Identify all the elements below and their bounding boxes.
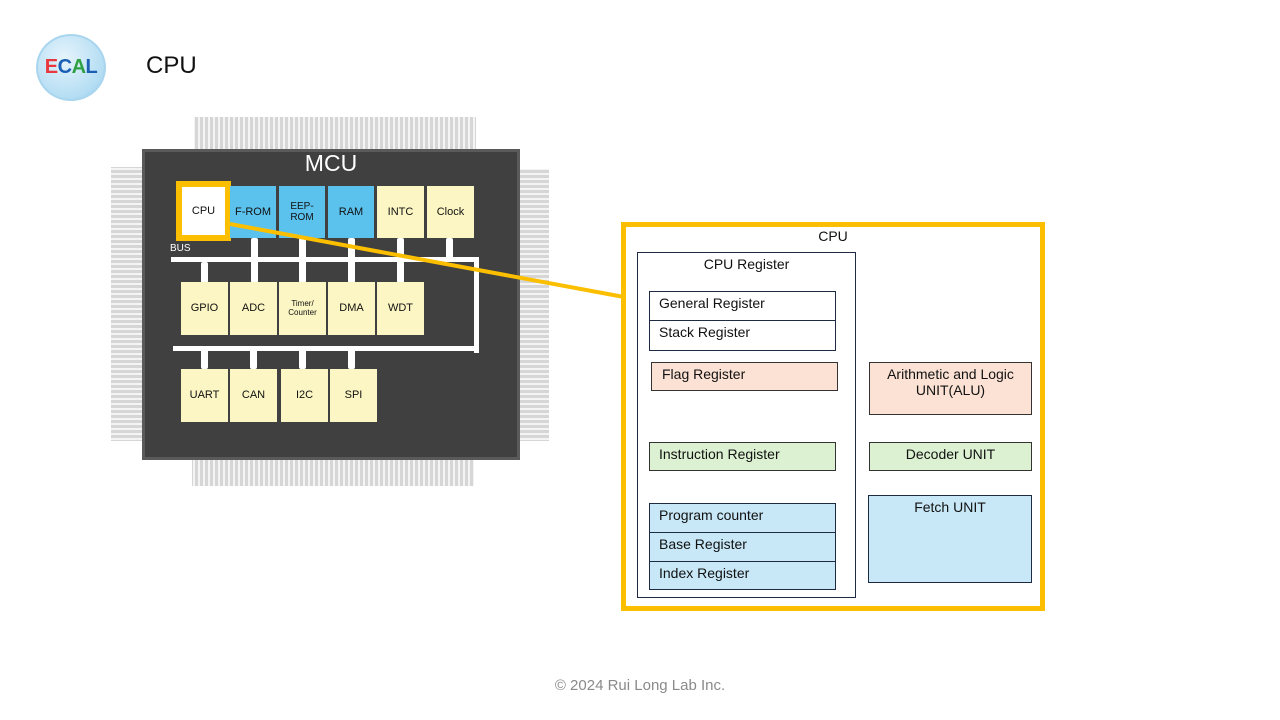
page-title: CPU [146,52,197,79]
fetch-unit: Fetch UNIT [868,495,1032,583]
top-pins [194,117,476,150]
cpu-detail-title: CPU [818,228,848,244]
base-register: Base Register [649,532,836,562]
bus-connector [397,238,404,283]
ecal-logo: E C A L [36,34,106,101]
bus-label: BUS [170,243,191,254]
right-pins [519,169,549,441]
general-register: General Register [649,291,836,321]
index-register: Index Register [649,561,836,590]
can-block: CAN [230,369,277,422]
bus-connector [251,238,258,283]
decoder-unit: Decoder UNIT [869,442,1032,471]
cpu-block[interactable]: CPU [191,204,216,217]
uart-block: UART [181,369,228,422]
bus-connector [348,238,355,283]
i2c-block: I2C [281,369,328,422]
gpio-block: GPIO [181,282,228,335]
stack-register: Stack Register [649,320,836,351]
spi-block: SPI [330,369,377,422]
clock-block: Clock [427,186,474,238]
cpu-block-highlight[interactable] [176,181,231,241]
intc-block: INTC [377,186,424,238]
mcu-label: MCU [304,150,358,176]
logo-letter-e: E [44,56,58,78]
alu-unit-label: Arithmetic and Logic UNIT(ALU) [887,366,1014,399]
wdt-block: WDT [377,282,424,335]
timer-counter-label: Timer/ Counter [288,298,317,317]
copyright-footer: © 2024 Rui Long Lab Inc. [554,677,726,694]
bus-line-top [171,257,479,262]
alu-unit: Arithmetic and Logic UNIT(ALU) [869,362,1032,415]
bus-connector [299,238,306,283]
cpu-register-group-title: CPU Register [703,256,790,272]
dma-block: DMA [328,282,375,335]
bus-connector [201,262,208,283]
eep-rom-label: EEP- ROM [290,201,314,223]
flag-register: Flag Register [651,362,838,391]
bus-connector [348,349,355,369]
bus-line-bottom [173,346,479,351]
ram-block: RAM [328,186,374,238]
cpu-register-group [637,252,856,598]
eep-rom-block: EEP- ROM [279,186,325,238]
logo-letter-c: C [57,56,72,78]
bus-connector [446,238,453,260]
bus-connector [201,349,208,369]
bus-line-right [474,257,479,353]
logo-letter-a: A [71,56,86,78]
bus-connector [250,349,257,369]
bottom-pins [192,459,474,486]
program-counter: Program counter [649,503,836,533]
logo-letter-l: L [85,56,98,78]
bus-connector [299,349,306,369]
timer-counter-block: Timer/ Counter [279,282,326,335]
left-pins [111,167,143,441]
adc-block: ADC [230,282,277,335]
instruction-register: Instruction Register [649,442,836,471]
